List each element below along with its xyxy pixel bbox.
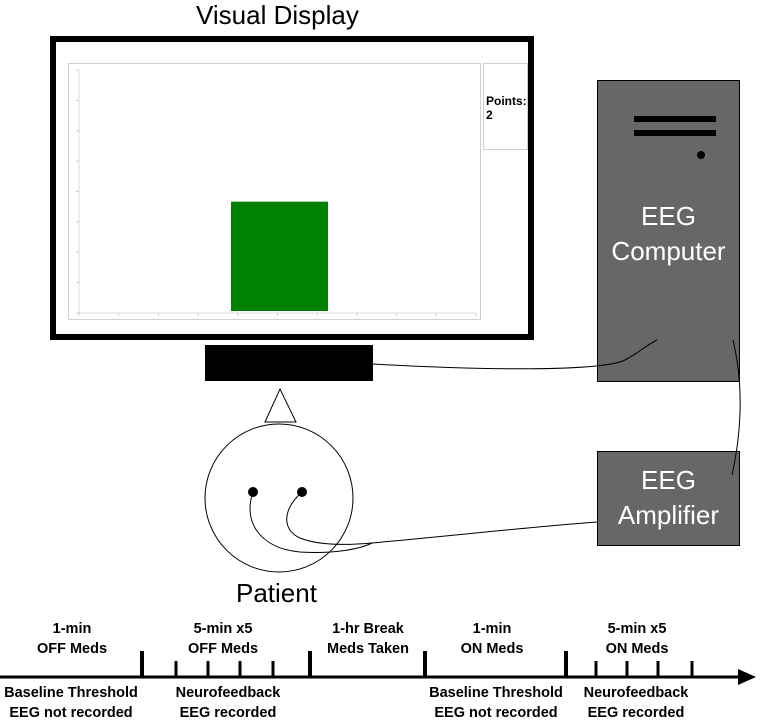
points-box: Points: 2 <box>483 63 528 150</box>
feedback-plot-svg <box>76 69 477 316</box>
eeg-computer: EEG Computer <box>597 80 740 382</box>
computer-amplifier-cable <box>731 339 741 476</box>
patient-head-icon <box>204 423 354 573</box>
timeline-major-ticks <box>140 651 568 677</box>
display-cable <box>372 339 658 370</box>
eeg-amplifier-label: EEG Amplifier <box>617 465 720 531</box>
eeg-computer-label: EEG Computer <box>611 201 726 267</box>
visual-display-label: Visual Display <box>196 0 359 30</box>
power-light-icon <box>697 151 705 159</box>
feedback-bar <box>231 201 328 311</box>
electrode-lead-right <box>286 491 598 545</box>
drive-slot-icon <box>634 130 716 136</box>
electrode-lead-left <box>249 491 373 553</box>
patient-label: Patient <box>236 578 317 608</box>
timeline-minor-ticks <box>174 661 694 677</box>
monitor-stand <box>205 345 373 381</box>
monitor-frame <box>50 36 534 340</box>
points-label: Points: <box>486 94 527 108</box>
feedback-plot <box>68 63 481 320</box>
eeg-amplifier: EEG Amplifier <box>597 451 740 546</box>
drive-slot-icon <box>634 116 716 122</box>
head-top-icon <box>264 387 297 423</box>
plot-axis-ticks <box>76 69 477 316</box>
timeline-arrowhead-icon <box>738 669 756 685</box>
points-value: 2 <box>486 108 493 123</box>
